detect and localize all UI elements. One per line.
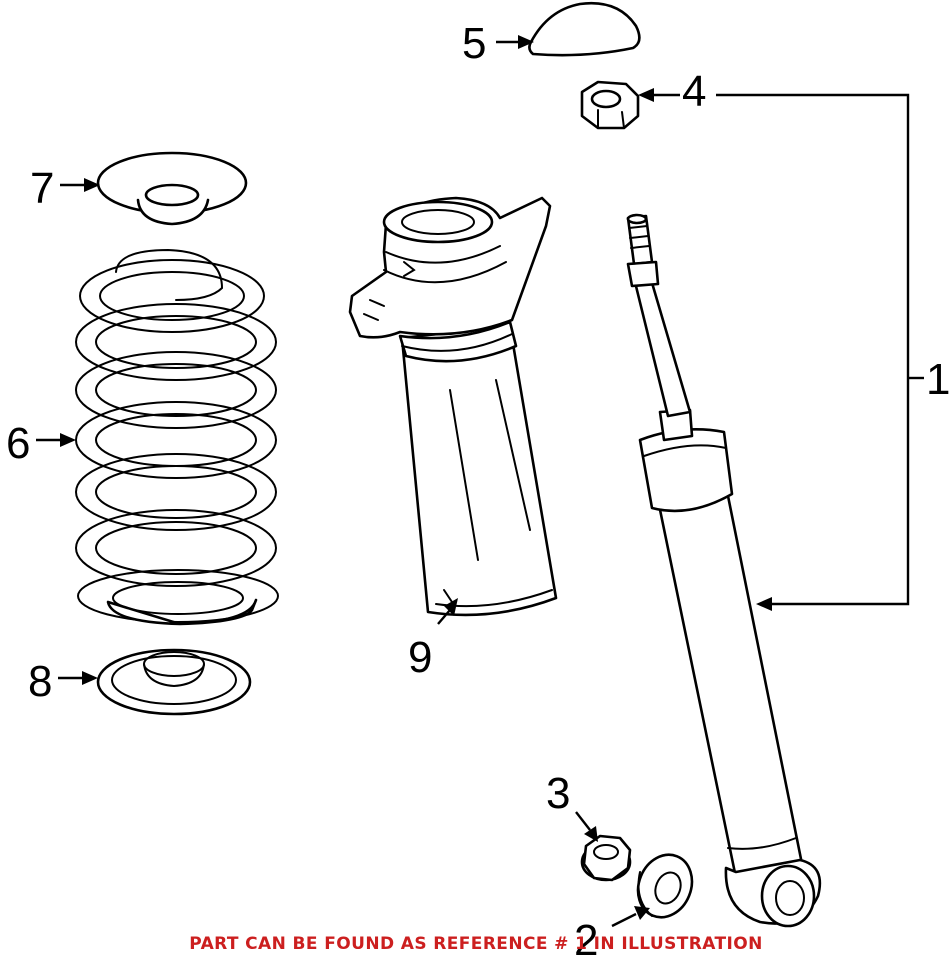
part-9-strut-mount-boot [348, 196, 558, 617]
part-6-coil-spring [75, 248, 279, 626]
callout-label-2: 2 [574, 916, 598, 960]
leader-6 [36, 433, 76, 447]
callout-label-9: 9 [408, 633, 432, 682]
callout-label-8: 8 [28, 657, 52, 706]
callout-label-5: 5 [462, 19, 486, 68]
callout-label-4: 4 [682, 67, 706, 116]
callout-label-6: 6 [6, 419, 30, 468]
part-4-nut [580, 80, 640, 130]
part-3-flange-nut [580, 834, 632, 882]
leader-3 [575, 811, 598, 842]
leader-8 [58, 671, 98, 685]
reference-notice: PART CAN BE FOUND AS REFERENCE # 1 IN IL… [189, 934, 762, 954]
leader-9 [437, 598, 458, 625]
part-5-dust-cap [528, 1, 641, 57]
leader-2 [611, 906, 650, 928]
part-2-washer [636, 853, 694, 919]
callout-label-3: 3 [546, 769, 570, 818]
leader-1-bracket [716, 93, 924, 611]
leader-5 [496, 35, 534, 49]
leader-7 [60, 178, 100, 192]
callout-label-1: 1 [926, 355, 950, 404]
part-8-lower-insulator [96, 648, 252, 716]
part-7-upper-spring-seat [96, 151, 248, 226]
part-1-shock-absorber [626, 213, 822, 928]
callout-label-7: 7 [30, 164, 54, 213]
leader-4 [638, 88, 680, 102]
